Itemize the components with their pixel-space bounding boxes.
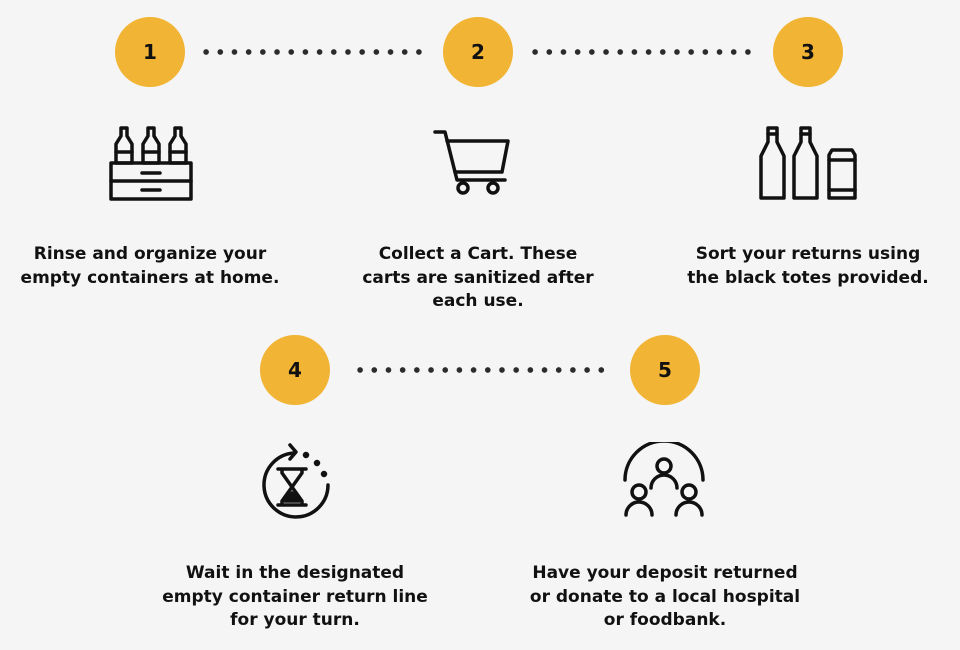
shopping-cart-icon bbox=[433, 130, 510, 195]
dotted-connector bbox=[528, 49, 758, 55]
dotted-connector bbox=[353, 367, 611, 373]
step-number-badge: 3 bbox=[773, 17, 843, 87]
step-number-badge: 1 bbox=[115, 17, 185, 87]
step-description: Collect a Cart. These carts are sanitize… bbox=[362, 244, 594, 311]
step-description: Sort your returns using the black totes … bbox=[687, 244, 929, 288]
community-people-icon bbox=[623, 442, 705, 517]
dotted-connector bbox=[199, 49, 429, 55]
bottle-crate-icon bbox=[109, 126, 193, 201]
step-description: Rinse and organize your empty containers… bbox=[20, 244, 280, 288]
step-description: Have your deposit returned or donate to … bbox=[529, 563, 801, 630]
bottles-and-can-icon bbox=[759, 126, 857, 200]
step-description: Wait in the designated empty container r… bbox=[162, 563, 428, 630]
step-number-badge: 2 bbox=[443, 17, 513, 87]
step-number-badge: 5 bbox=[630, 335, 700, 405]
hourglass-wait-icon bbox=[262, 443, 330, 519]
step-number-badge: 4 bbox=[260, 335, 330, 405]
